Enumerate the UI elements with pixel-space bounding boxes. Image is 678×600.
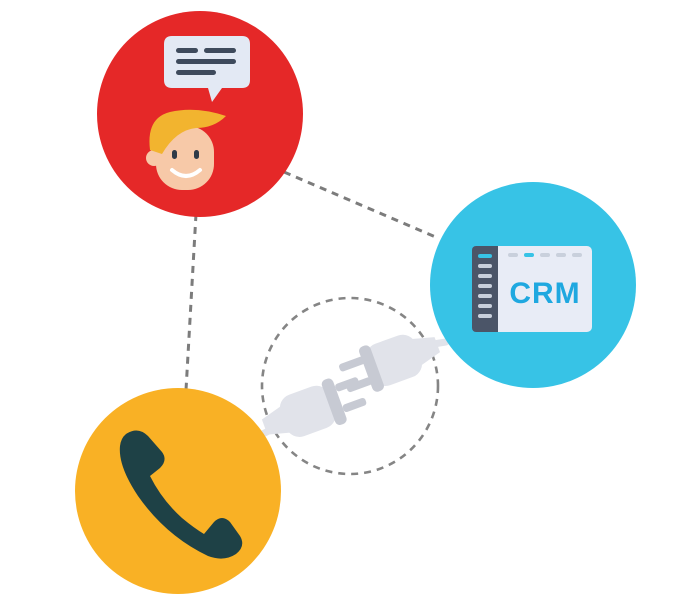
- phone-node: [75, 388, 281, 594]
- crm-label: CRM: [509, 277, 580, 310]
- phone-circle: [75, 388, 281, 594]
- person-node: [97, 11, 303, 217]
- connector-person-crm: [283, 170, 439, 240]
- crm-node: CRM: [430, 182, 636, 388]
- connector-lines: [184, 170, 439, 391]
- person-face-icon: [146, 109, 226, 190]
- phone-handset-icon: [119, 430, 243, 559]
- unplugged-connector-icon: [261, 334, 441, 437]
- person-speech-bubble-icon: [164, 36, 250, 102]
- plug-phone-side: [261, 377, 367, 437]
- connector-person-phone: [184, 213, 198, 391]
- crm-window-icon: CRM: [472, 246, 592, 332]
- plug-crm-side: [339, 334, 441, 393]
- plug-connection-ring: [260, 296, 440, 476]
